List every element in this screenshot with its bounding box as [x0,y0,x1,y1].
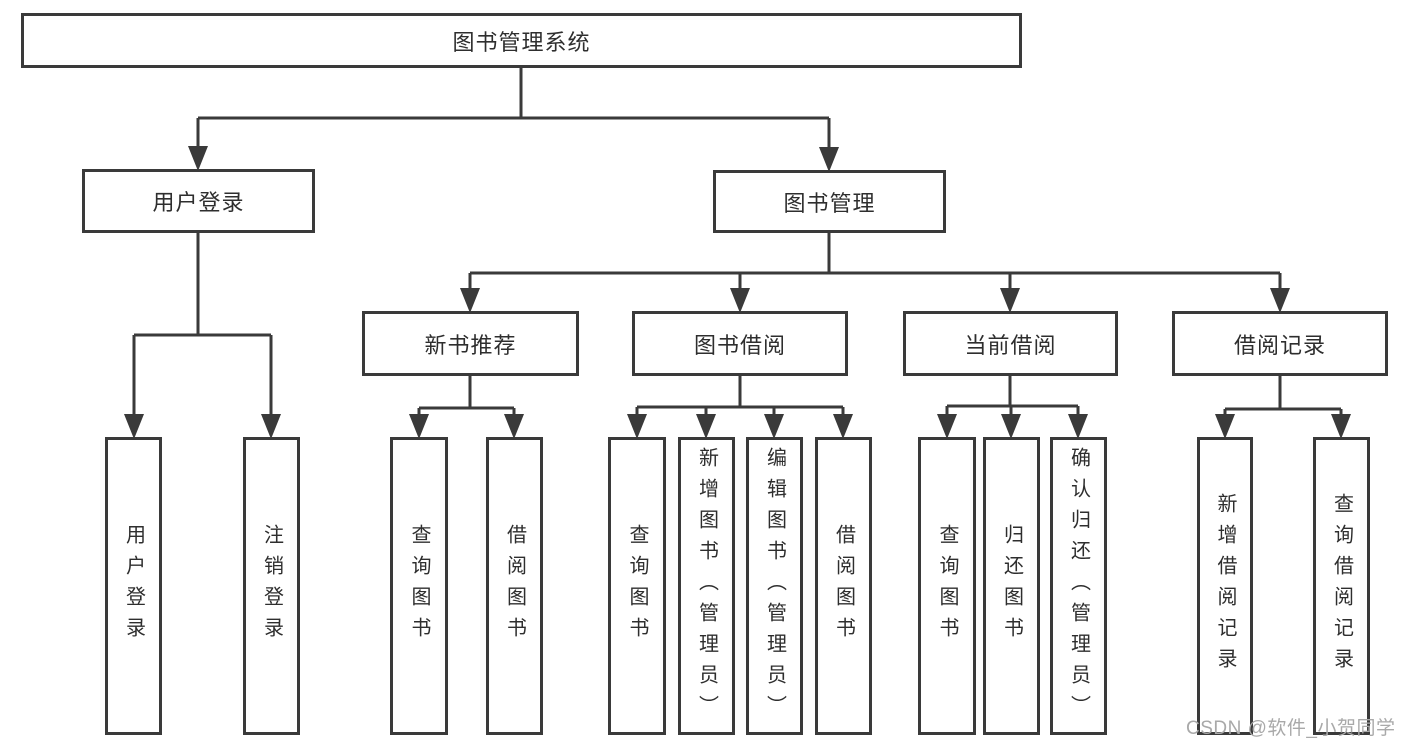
leaf-label: 借阅图书 [832,524,855,648]
leaf-logout: 注销登录 [243,437,300,735]
leaf-label: 确认归还（管理员） [1067,446,1090,726]
node-library-management-system: 图书管理系统 [21,13,1022,68]
connector-userlogin-to-leaves [132,233,273,416]
arrowhead-icon [1331,414,1351,439]
arrowhead-icon [124,414,144,439]
arrowhead-icon [188,146,208,171]
leaf-add-books-admin: 新增图书（管理员） [678,437,735,735]
arrowhead-icon [819,147,839,172]
leaf-label: 归还图书 [1000,524,1023,648]
arrowhead-icon [1270,288,1290,313]
arrowhead-icon [937,414,957,439]
leaf-query-books-2: 查询图书 [608,437,666,735]
arrowhead-icon [627,414,647,439]
leaf-confirm-return-admin: 确认归还（管理员） [1050,437,1107,735]
leaf-borrow-books-2: 借阅图书 [815,437,872,735]
arrowhead-icon [696,414,716,439]
leaf-borrow-books-1: 借阅图书 [486,437,543,735]
node-label: 用户登录 [152,190,245,215]
node-label: 图书借阅 [693,332,786,358]
node-label: 借阅记录 [1233,332,1326,358]
arrowhead-icon [764,414,784,439]
node-label: 新书推荐 [424,332,517,358]
leaf-label: 用户登录 [122,524,145,648]
connector-newbook-to-leaves [417,376,516,416]
leaf-add-borrow-record: 新增借阅记录 [1197,437,1253,735]
connector-borrow-to-leaves [635,376,845,416]
leaf-query-books-1: 查询图书 [390,437,448,735]
leaf-label: 查询借阅记录 [1330,493,1353,679]
connector-bookmgmt-to-level3 [468,233,1282,291]
node-label: 图书管理系统 [452,29,591,55]
leaf-label: 借阅图书 [503,524,526,648]
arrowhead-icon [504,414,524,439]
leaf-label: 查询图书 [626,524,648,648]
connector-records-to-leaves [1223,376,1343,416]
arrowhead-icon [261,414,281,439]
connector-root-to-level2 [196,68,831,150]
leaf-label: 新增图书（管理员） [695,446,718,726]
leaf-edit-books-admin: 编辑图书（管理员） [746,437,803,735]
arrowhead-icon [1001,414,1021,439]
node-current-borrow: 当前借阅 [903,311,1118,376]
arrowhead-icon [1215,414,1235,439]
arrowhead-icon [1068,414,1088,439]
leaf-label: 查询图书 [408,524,430,648]
leaf-query-borrow-record: 查询借阅记录 [1313,437,1370,735]
leaf-label: 注销登录 [260,524,283,648]
node-book-borrow: 图书借阅 [632,311,848,376]
leaf-label: 查询图书 [936,524,958,648]
node-user-login: 用户登录 [82,169,315,233]
arrowhead-icon [833,414,853,439]
node-new-book-recommend: 新书推荐 [362,311,579,376]
arrowhead-icon [730,288,750,313]
node-label: 当前借阅 [964,332,1057,358]
arrowhead-icon [1000,288,1020,313]
leaf-query-books-3: 查询图书 [918,437,976,735]
connector-current-to-leaves [945,376,1080,416]
node-book-management: 图书管理 [713,170,946,233]
csdn-watermark: CSDN @软件_小贺同学 [1186,718,1396,739]
leaf-label: 编辑图书（管理员） [763,446,786,726]
arrowhead-icon [460,288,480,313]
node-borrow-records: 借阅记录 [1172,311,1388,376]
leaf-label: 新增借阅记录 [1214,493,1236,679]
leaf-return-books: 归还图书 [983,437,1040,735]
arrowhead-icon [409,414,429,439]
leaf-user-login: 用户登录 [105,437,162,735]
node-label: 图书管理 [783,190,876,216]
